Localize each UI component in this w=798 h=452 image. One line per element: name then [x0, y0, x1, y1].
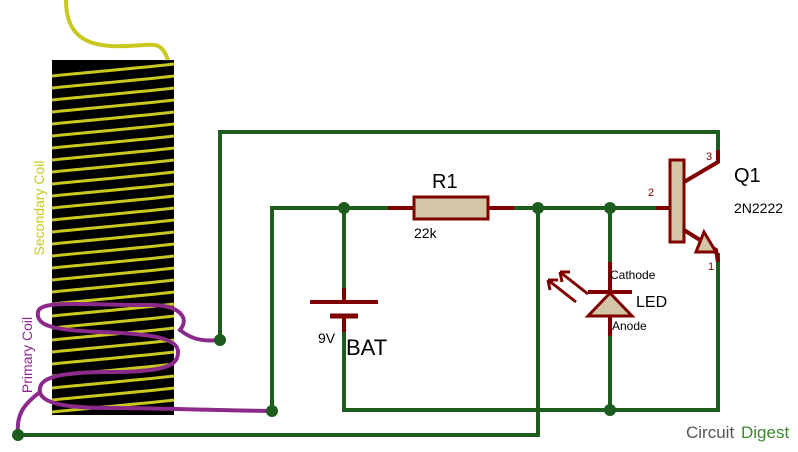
junction-dot [604, 404, 616, 416]
secondary-coil-turn [51, 62, 175, 78]
led-light-arrows [546, 270, 589, 304]
led-triangle [584, 290, 636, 318]
secondary-coil-turn [51, 338, 175, 354]
q1-emitter-arrow [693, 228, 719, 254]
battery [310, 288, 378, 332]
wire-bottom-return [16, 206, 540, 437]
primary-coil-path [35, 301, 273, 413]
secondary-coil-turn [51, 110, 175, 126]
primary-coil-windings [15, 301, 273, 433]
led-anode-label: Anode [612, 319, 647, 333]
secondary-coil-turn [51, 242, 175, 258]
q1-ref-label: Q1 [734, 165, 761, 187]
secondary-coil-turn [51, 350, 175, 366]
logo-text-digest: Digest [741, 423, 789, 442]
r1-value-label: 22k [414, 225, 438, 241]
q1-pin-base: 2 [648, 187, 654, 199]
q1-base-bar [668, 158, 686, 244]
secondary-coil-turn [51, 230, 175, 246]
led [546, 262, 636, 336]
secondary-coil-turn [51, 218, 175, 234]
secondary-coil-turn [51, 170, 175, 186]
secondary-coil-turn [51, 122, 175, 138]
primary-coil-label: Primary Coil [19, 317, 35, 393]
resistor-r1 [388, 195, 514, 221]
light-arrowhead-1 [546, 278, 558, 291]
light-arrow-2 [559, 270, 589, 296]
battery-value-label: 9V [318, 330, 336, 346]
secondary-coil-turn [51, 74, 175, 90]
secondary-coil-turn [51, 266, 175, 282]
junctions [12, 202, 616, 441]
junction-dot [266, 405, 278, 417]
secondary-coil-turn [51, 398, 175, 414]
junction-dot [532, 202, 544, 214]
secondary-coil-turn [51, 314, 175, 330]
secondary-coil-turn [51, 206, 175, 222]
wire-emitter-bottom [342, 253, 720, 412]
secondary-coil-turn [51, 254, 175, 270]
junction-dot [338, 202, 350, 214]
secondary-coil-turn [51, 374, 175, 390]
wires [16, 130, 720, 437]
junction-dot [12, 429, 24, 441]
light-arrow-1 [547, 278, 577, 304]
led-cathode-label: Cathode [610, 268, 656, 282]
secondary-coil-label: Secondary Coil [31, 161, 47, 256]
wire-top-collector [218, 130, 720, 342]
secondary-coil-lead [64, 0, 170, 61]
q1-pin-collector: 3 [706, 151, 712, 163]
secondary-coil-turn [51, 386, 175, 402]
junction-dot [604, 202, 616, 214]
wire-left-rail [270, 206, 392, 413]
q1-part-label: 2N2222 [734, 200, 783, 216]
circuitdigest-logo: Circuit Digest [686, 423, 789, 442]
r1-ref-label: R1 [432, 171, 458, 193]
primary-coil-lead [15, 390, 42, 433]
q1-collector [682, 150, 720, 184]
light-arrowhead-2 [558, 270, 570, 283]
secondary-coil-turn [51, 146, 175, 162]
q1-pin-emitter: 1 [708, 261, 714, 273]
secondary-coil-turn [51, 98, 175, 114]
junction-dot [214, 334, 226, 346]
r1-body [412, 195, 490, 221]
secondary-coil-turn [51, 182, 175, 198]
secondary-coil-turn [51, 134, 175, 150]
transistor-q1 [656, 150, 720, 263]
secondary-coil-turn [51, 278, 175, 294]
led-ref-label: LED [636, 294, 667, 311]
secondary-coil-turn [51, 86, 175, 102]
secondary-coil-turn [51, 158, 175, 174]
secondary-coil-turn [51, 194, 175, 210]
battery-ref-label: BAT [346, 335, 387, 360]
logo-text-circuit: Circuit [686, 423, 734, 442]
secondary-coil-windings [51, 62, 175, 414]
